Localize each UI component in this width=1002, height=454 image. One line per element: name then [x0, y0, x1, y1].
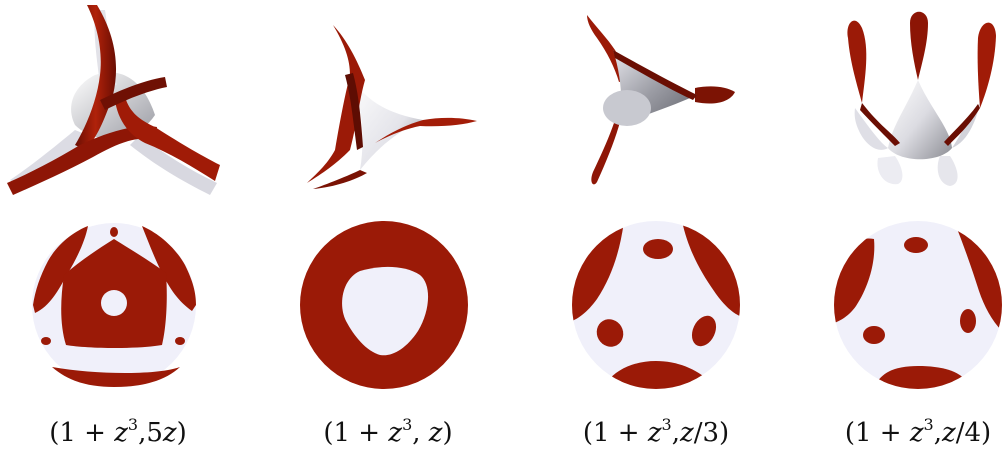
- caption-base: z: [909, 418, 924, 448]
- white-lobe: [937, 156, 958, 186]
- caption-mid: ,: [412, 418, 429, 448]
- caption-open: (1 +: [582, 418, 648, 448]
- caption-arg: z: [162, 418, 177, 448]
- red-spike: [307, 25, 365, 183]
- small-red-spot: [41, 337, 51, 345]
- caption-base: z: [114, 418, 128, 448]
- caption-panel-1: (1 + z3,5z): [0, 415, 243, 449]
- caption-close: ): [176, 418, 187, 448]
- disk-region-4: [834, 221, 1002, 389]
- red-edge: [613, 50, 697, 100]
- caption-arg: z: [942, 418, 956, 448]
- red-spot: [960, 309, 976, 333]
- caption-close: ): [442, 418, 453, 448]
- caption-close: /4): [955, 418, 992, 448]
- white-lobe: [877, 156, 903, 185]
- caption-panel-2: (1 + z3, z): [263, 415, 513, 449]
- disk-region-2: [300, 221, 468, 389]
- red-lobe: [910, 11, 928, 80]
- red-spike: [587, 15, 627, 82]
- center-hole: [101, 290, 127, 316]
- inner-light-region: [342, 266, 429, 356]
- white-sheet: [854, 108, 888, 150]
- outer-red-band: [142, 226, 196, 311]
- caption-exp: 3: [402, 415, 413, 434]
- red-lobe: [75, 5, 117, 150]
- caption-mid: ,5: [138, 418, 163, 448]
- disk-region-3: [572, 221, 740, 389]
- caption-mid: ,: [933, 418, 942, 448]
- small-red-spot: [110, 227, 118, 237]
- caption-open: (1 +: [323, 418, 389, 448]
- red-spike: [345, 73, 363, 150]
- outer-red-band: [33, 226, 88, 313]
- disk-region-1: [32, 223, 196, 387]
- surface-render-3: [587, 15, 735, 185]
- red-spike: [695, 86, 735, 104]
- caption-mid: ,: [671, 418, 680, 448]
- white-sheet: [603, 90, 651, 126]
- red-spot: [691, 315, 717, 347]
- small-red-spot: [175, 337, 185, 345]
- caption-open: (1 +: [49, 418, 115, 448]
- outer-red-band: [602, 361, 717, 389]
- red-lobe: [977, 22, 996, 108]
- caption-open: (1 +: [844, 418, 910, 448]
- outer-red-band: [874, 366, 966, 389]
- caption-exp: 3: [661, 415, 672, 434]
- disk-background: [834, 221, 1002, 389]
- red-spot: [643, 239, 673, 259]
- red-lobe: [847, 20, 867, 104]
- red-edge: [944, 104, 980, 146]
- red-edge: [860, 103, 900, 146]
- caption-exp: 3: [127, 415, 139, 434]
- red-spot: [596, 319, 624, 347]
- white-sheet: [350, 75, 423, 170]
- red-spot: [904, 237, 928, 253]
- caption-close: /3): [693, 418, 730, 448]
- caption-base: z: [647, 418, 662, 448]
- white-cone: [888, 80, 952, 160]
- caption-arg: z: [428, 418, 443, 448]
- surface-render-1: [7, 5, 220, 195]
- caption-exp: 3: [923, 415, 934, 434]
- red-lobe: [115, 97, 220, 181]
- red-spike: [375, 117, 477, 143]
- surface-render-4: [847, 11, 996, 186]
- caption-panel-4: (1 + z3,z/4): [793, 415, 1002, 449]
- red-spike: [313, 170, 367, 189]
- red-spot: [863, 326, 885, 344]
- red-lobe: [100, 77, 167, 110]
- surface-render-2: [307, 25, 477, 189]
- outer-red-band: [52, 367, 180, 387]
- caption-panel-3: (1 + z3,z/3): [531, 415, 781, 449]
- caption-arg: z: [680, 418, 694, 448]
- red-spike: [591, 120, 620, 185]
- white-sheet: [130, 135, 217, 195]
- caption-base: z: [388, 418, 403, 448]
- red-lobe: [7, 126, 157, 195]
